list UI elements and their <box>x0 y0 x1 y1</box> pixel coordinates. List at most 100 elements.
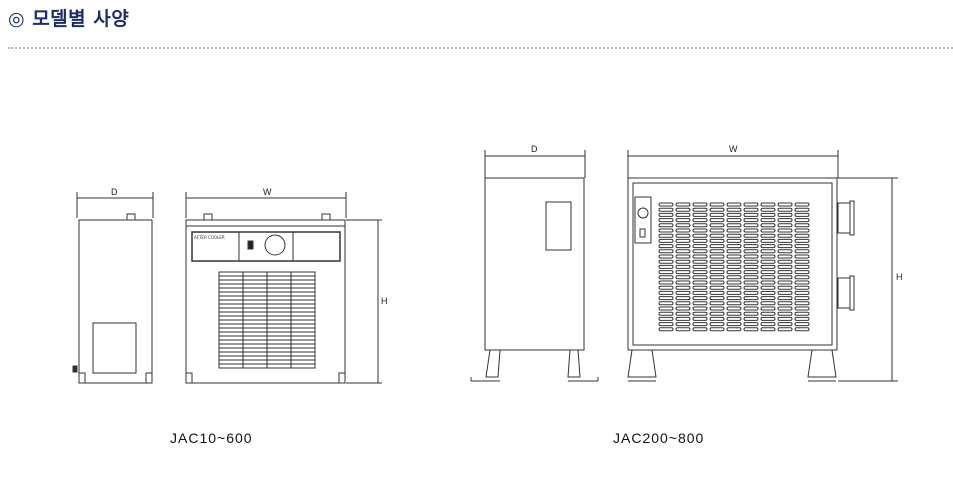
vent-slot <box>658 270 674 275</box>
vent-slot <box>777 275 793 280</box>
large-vent-grille <box>658 202 810 332</box>
vent-slot <box>726 202 742 207</box>
vent-slot <box>692 202 708 207</box>
vent-slot <box>692 285 708 290</box>
vent-slot <box>794 327 810 332</box>
vent-slot <box>760 233 776 238</box>
vent-slot <box>777 264 793 269</box>
vent-slot <box>760 218 776 223</box>
vent-slot <box>658 290 674 295</box>
vent-slot <box>692 212 708 217</box>
vent-slot <box>709 233 725 238</box>
vent-slot <box>726 311 742 316</box>
vent-slot <box>692 327 708 332</box>
vent-slot <box>794 244 810 249</box>
small-unit-front-view: W AFTER COOLER H <box>185 187 388 384</box>
vent-slot <box>709 218 725 223</box>
vent-slot <box>743 223 759 228</box>
vent-slot <box>760 275 776 280</box>
dim-w-label: W <box>263 187 272 197</box>
vent-slot <box>726 223 742 228</box>
vent-slot <box>709 249 725 254</box>
vent-slot <box>726 275 742 280</box>
vent-slot <box>658 244 674 249</box>
vent-slot <box>692 264 708 269</box>
vent-slot <box>658 296 674 301</box>
vent-slot <box>726 244 742 249</box>
vent-slot <box>777 259 793 264</box>
vent-slot <box>760 280 776 285</box>
vent-slot <box>794 270 810 275</box>
vent-slot <box>743 244 759 249</box>
vent-slot <box>726 264 742 269</box>
vent-slot <box>658 249 674 254</box>
vent-slot <box>675 285 691 290</box>
vent-slot <box>675 228 691 233</box>
vent-slot <box>675 223 691 228</box>
vent-slot <box>777 311 793 316</box>
vent-slot <box>692 296 708 301</box>
vent-slot <box>658 202 674 207</box>
section-title: ◎ 모델별 사양 <box>8 8 130 30</box>
vent-slot <box>726 212 742 217</box>
model-label-small: JAC10~600 <box>170 430 253 446</box>
vent-slot <box>658 275 674 280</box>
vent-slot <box>709 327 725 332</box>
vent-slot <box>794 228 810 233</box>
vent-slot <box>760 270 776 275</box>
vent-slot <box>726 270 742 275</box>
vent-slot <box>675 296 691 301</box>
vent-slot <box>675 202 691 207</box>
vent-slot <box>726 207 742 212</box>
vent-slot <box>794 275 810 280</box>
vent-slot <box>658 238 674 243</box>
vent-slot <box>692 223 708 228</box>
vent-slot <box>777 223 793 228</box>
vent-slot <box>794 259 810 264</box>
vent-slot <box>675 259 691 264</box>
vent-slot <box>777 218 793 223</box>
vent-slot <box>692 290 708 295</box>
vent-slot <box>777 322 793 327</box>
vent-slot <box>709 202 725 207</box>
vent-slot <box>726 290 742 295</box>
dim-w-label: W <box>729 144 738 154</box>
vent-slot <box>726 259 742 264</box>
vent-slot <box>658 254 674 259</box>
vent-slot <box>658 264 674 269</box>
dim-d-label: D <box>111 187 118 197</box>
vent-slot <box>743 311 759 316</box>
vent-slot <box>709 285 725 290</box>
vent-slot <box>709 254 725 259</box>
vent-slot <box>709 259 725 264</box>
vent-slot <box>760 296 776 301</box>
vent-slot <box>692 280 708 285</box>
vent-slot <box>777 202 793 207</box>
vent-slot <box>743 275 759 280</box>
dim-h-label: H <box>381 296 388 306</box>
small-vent-grille <box>218 271 316 369</box>
vent-slot <box>743 316 759 321</box>
vent-slot <box>777 296 793 301</box>
vent-slot <box>760 264 776 269</box>
vent-slot <box>658 311 674 316</box>
vent-slot <box>726 254 742 259</box>
vent-slot <box>692 238 708 243</box>
vent-slot <box>675 212 691 217</box>
vent-slot <box>709 275 725 280</box>
vent-slot <box>692 249 708 254</box>
vent-slot <box>743 218 759 223</box>
vent-slot <box>760 306 776 311</box>
vent-slot <box>743 228 759 233</box>
vent-slot <box>794 249 810 254</box>
vent-slot <box>760 327 776 332</box>
vent-slot <box>777 301 793 306</box>
vent-slot <box>743 290 759 295</box>
vent-slot <box>743 296 759 301</box>
vent-slot <box>675 280 691 285</box>
vent-slot <box>658 322 674 327</box>
vent-slot <box>658 223 674 228</box>
vent-slot <box>658 228 674 233</box>
vent-slot <box>692 311 708 316</box>
vent-slot <box>726 228 742 233</box>
